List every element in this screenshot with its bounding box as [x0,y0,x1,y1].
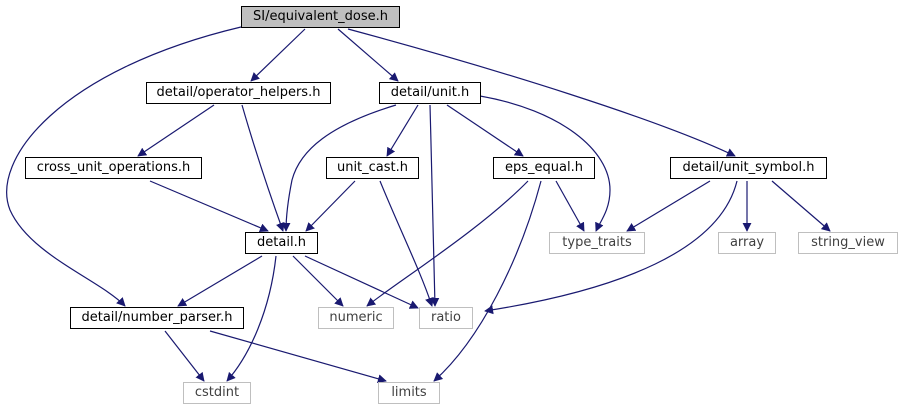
edge-eps-equal-to-type-traits [555,180,585,232]
edge-detail-to-number-parser [177,255,263,307]
edge-equivalent-dose-to-operator-helpers [250,28,306,82]
edge-unit-to-type-traits [479,95,611,232]
edge-unit-to-eps-equal [446,104,524,157]
node-eps-equal-h[interactable]: eps_equal.h [493,157,595,179]
edge-detail-to-cstdint [226,255,277,382]
edge-cross-unit-operations-to-detail [149,180,269,232]
node-numeric[interactable]: numeric [318,307,394,329]
edge-number-parser-to-limits [209,330,387,384]
edge-eps-equal-to-limits [433,180,542,382]
node-detail-h[interactable]: detail.h [245,232,318,254]
edge-eps-equal-to-numeric [366,180,529,307]
edge-unit-to-unit-cast [386,104,419,157]
edge-detail-to-ratio [304,255,419,309]
node-array[interactable]: array [718,232,776,254]
node-number-parser-h[interactable]: detail/number_parser.h [70,307,244,329]
node-operator-helpers-h[interactable]: detail/operator_helpers.h [146,82,331,104]
edge-unit-symbol-to-type-traits [626,180,711,232]
node-unit-h[interactable]: detail/unit.h [379,82,481,104]
edge-number-parser-to-cstdint [164,330,205,382]
edge-operator-helpers-to-detail [241,104,285,232]
edge-equivalent-dose-to-unit [337,28,399,82]
node-cstdint[interactable]: cstdint [183,382,251,404]
edge-unit-cast-to-detail [305,180,356,232]
node-unit-cast-h[interactable]: unit_cast.h [326,157,419,179]
node-unit-symbol-h[interactable]: detail/unit_symbol.h [670,157,827,179]
edge-equivalent-dose-to-number-parser [6,26,242,307]
node-type-traits[interactable]: type_traits [549,232,645,254]
edge-unit-symbol-to-string-view [771,180,831,232]
node-cross-unit-operations-h[interactable]: cross_unit_operations.h [25,157,202,179]
edge-equivalent-dose-to-unit-symbol [347,28,736,157]
node-equivalent-dose-h[interactable]: SI/equivalent_dose.h [241,6,400,28]
edge-unit-symbol-to-ratio [484,180,738,315]
node-limits[interactable]: limits [378,382,440,404]
edge-detail-to-numeric [292,255,344,307]
node-string-view[interactable]: string_view [798,232,898,254]
edge-unit-to-ratio [429,104,440,307]
edge-unit-cast-to-ratio [379,180,434,307]
edge-unit-to-detail [281,104,397,232]
edge-operator-helpers-to-cross-unit-operations [137,104,215,157]
node-ratio[interactable]: ratio [419,307,473,329]
